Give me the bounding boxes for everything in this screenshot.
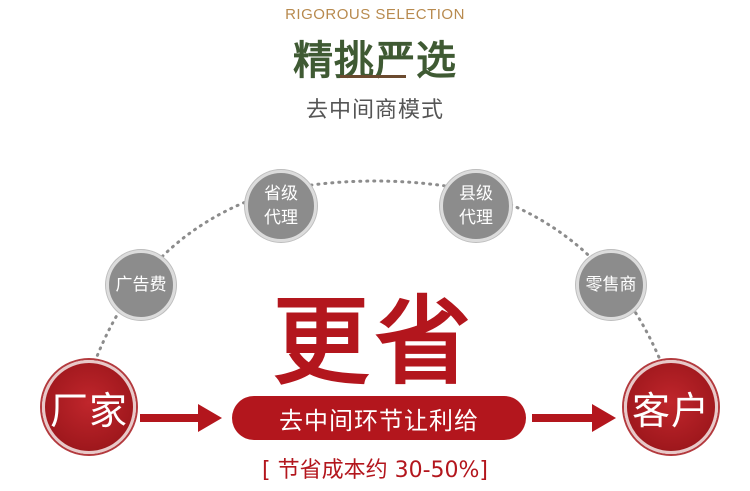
arrow-right [532, 404, 616, 432]
title-underline [340, 75, 406, 78]
savings-note: [ 节省成本约 30-50%] [262, 458, 488, 483]
node-manufacturer: 厂家 [42, 360, 136, 454]
highlight-word: 更省 [273, 286, 477, 398]
arrow-left [140, 404, 222, 432]
node-provincial-agent-line1: 省级 [264, 184, 298, 204]
eyebrow-text: RIGOROUS SELECTION [285, 6, 465, 23]
node-manufacturer-label: 厂家 [49, 388, 128, 433]
node-customer: 客户 [624, 360, 718, 454]
page-subtitle: 去中间商模式 [305, 98, 444, 123]
node-county-agent-line1: 县级 [459, 184, 493, 204]
node-customer-label: 客户 [631, 388, 710, 433]
node-provincial-agent-line2: 代理 [264, 208, 298, 228]
node-provincial-agent: 省级 代理 [245, 170, 317, 242]
node-ad-fee-label: 广告费 [115, 275, 167, 295]
node-retailer-label: 零售商 [585, 275, 637, 295]
node-ad-fee: 广告费 [106, 250, 176, 320]
node-county-agent-line2: 代理 [459, 208, 493, 228]
node-county-agent: 县级 代理 [440, 170, 512, 242]
flow-label-text: 去中间环节让利给 [279, 406, 479, 435]
flow-label-pill: 去中间环节让利给 [232, 396, 526, 440]
node-retailer: 零售商 [576, 250, 646, 320]
